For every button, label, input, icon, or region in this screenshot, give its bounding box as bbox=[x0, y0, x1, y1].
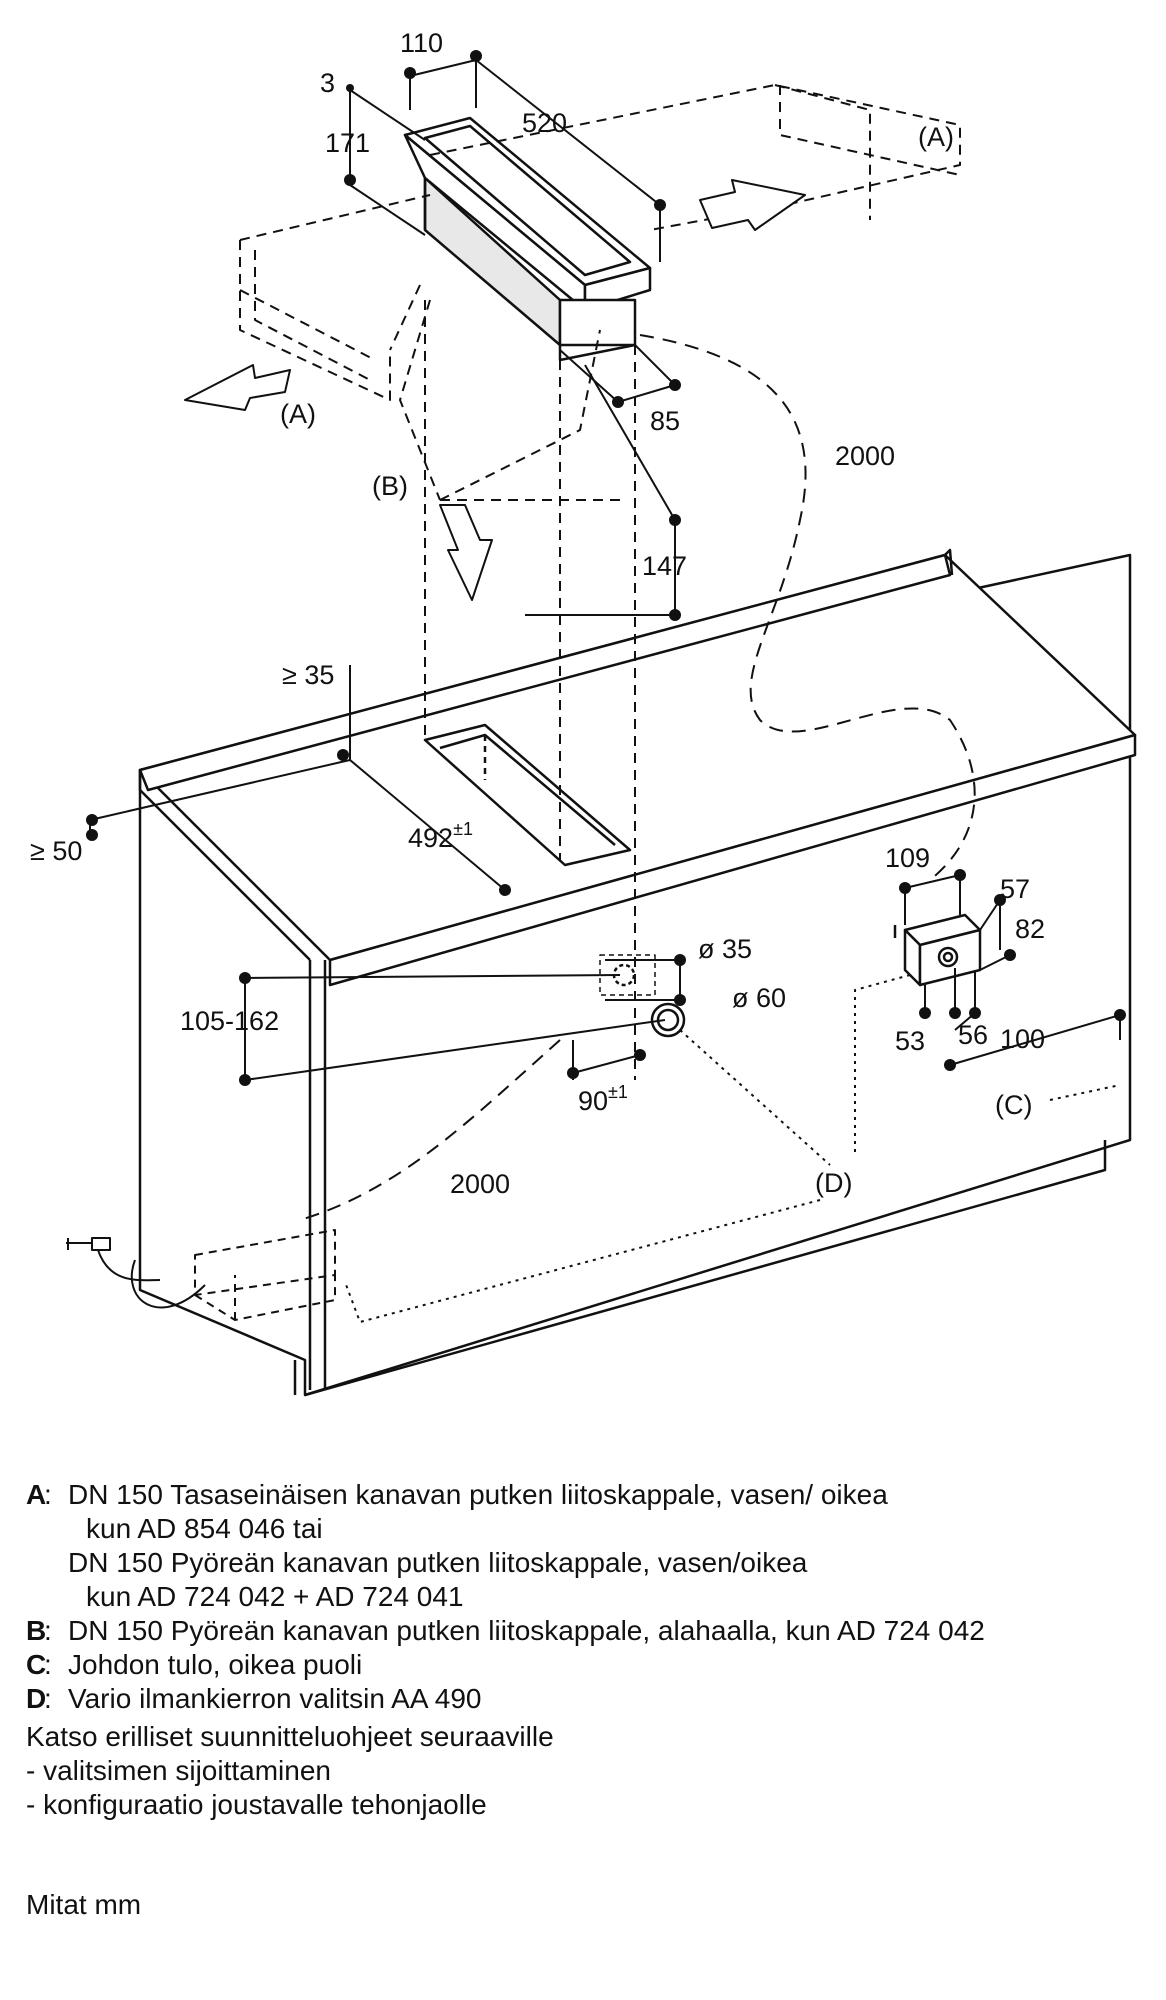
callout-a-left: (A) bbox=[280, 399, 316, 429]
dim-85: 85 bbox=[650, 406, 680, 436]
dim-110: 110 bbox=[400, 28, 443, 58]
legend-item: C: Johdon tulo, oikea puoli bbox=[26, 1649, 363, 1680]
cable-route bbox=[299, 334, 976, 1221]
callout-d: (D) bbox=[815, 1168, 852, 1198]
dimension-dots bbox=[86, 50, 1126, 1086]
dim-dia-60: ø 60 bbox=[732, 983, 786, 1013]
airflow-arrows bbox=[184, 179, 806, 601]
plug-box bbox=[194, 1229, 336, 1321]
dim-109: 109 bbox=[885, 843, 930, 873]
dim-90: 90±1 bbox=[578, 1082, 628, 1116]
planning-notes: Katso erilliset suunnitteluohjeet seuraa… bbox=[26, 1720, 554, 1822]
dim-171: 171 bbox=[325, 128, 370, 158]
worktop bbox=[138, 548, 1137, 987]
installation-diagram: 110 3 520 171 85 147 2000 ≥ 35 ≥ 50 492±… bbox=[30, 28, 1137, 1397]
notes-item: - valitsimen sijoittaminen bbox=[26, 1755, 331, 1786]
callout-a-right: (A) bbox=[918, 122, 954, 152]
dim-82: 82 bbox=[1015, 914, 1045, 944]
legend-item: D: Vario ilmankierron valitsin AA 490 bbox=[26, 1683, 482, 1714]
control-module bbox=[893, 913, 982, 987]
selector-knob bbox=[599, 954, 686, 1038]
units-note: Mitat mm bbox=[26, 1889, 142, 1920]
dim-min-35: ≥ 35 bbox=[282, 660, 334, 690]
dim-492: 492±1 bbox=[408, 819, 473, 853]
power-cable bbox=[66, 1237, 206, 1309]
callout-b: (B) bbox=[372, 471, 408, 501]
wiring bbox=[344, 974, 1121, 1323]
duct-outline bbox=[239, 84, 961, 1080]
dim-53: 53 bbox=[895, 1026, 925, 1056]
callout-c: (C) bbox=[995, 1090, 1032, 1120]
legend: A: DN 150 Tasaseinäisen kanavan putken l… bbox=[26, 1478, 1126, 1716]
dimension-lines bbox=[89, 59, 1121, 1081]
dim-3: 3 bbox=[320, 68, 335, 98]
dim-56: 56 bbox=[958, 1020, 988, 1050]
dim-2000-bottom: 2000 bbox=[450, 1169, 510, 1199]
dim-dia-35: ø 35 bbox=[698, 934, 752, 964]
dim-2000-top: 2000 bbox=[835, 441, 895, 471]
dim-520: 520 bbox=[522, 108, 567, 138]
dim-min-50: ≥ 50 bbox=[30, 836, 82, 866]
worktop-cutout bbox=[423, 723, 632, 867]
notes-item: - konfiguraatio joustavalle tehonjaolle bbox=[26, 1789, 487, 1820]
dim-105-162: 105-162 bbox=[180, 1006, 279, 1036]
dim-147: 147 bbox=[642, 551, 687, 581]
legend-item: A: DN 150 Tasaseinäisen kanavan putken l… bbox=[26, 1479, 888, 1612]
dim-57: 57 bbox=[1000, 874, 1030, 904]
legend-item: B: DN 150 Pyöreän kanavan putken liitosk… bbox=[26, 1615, 985, 1646]
notes-heading: Katso erilliset suunnitteluohjeet seuraa… bbox=[26, 1721, 554, 1752]
downdraft-unit bbox=[403, 116, 652, 362]
dim-100: 100 bbox=[1000, 1024, 1045, 1054]
